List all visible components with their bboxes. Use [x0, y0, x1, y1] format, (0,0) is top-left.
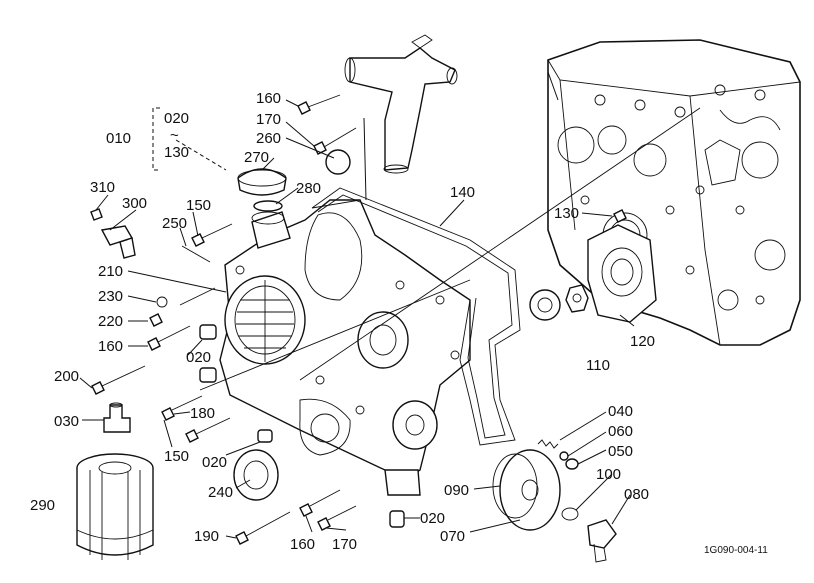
group-bracket [152, 107, 160, 171]
callout-040: 040 [608, 403, 633, 420]
water-pipe-illustration [344, 34, 458, 174]
sensor-illustration [100, 225, 136, 259]
callout-010: 010 [106, 130, 131, 147]
leader-lines [79, 71, 701, 539]
callout-160-top: 160 [256, 90, 281, 107]
callout-220: 220 [98, 313, 123, 330]
callout-range-tilde: ~ [170, 127, 179, 144]
callout-160-bottom: 160 [290, 536, 315, 553]
callout-080: 080 [624, 486, 649, 503]
callout-150-top: 150 [186, 197, 211, 214]
callout-280: 280 [296, 180, 321, 197]
callout-140: 140 [450, 184, 475, 201]
callout-130: 130 [554, 205, 579, 222]
callout-190: 190 [194, 528, 219, 545]
callout-020-range-start: 020 [164, 110, 189, 127]
callout-210: 210 [98, 263, 123, 280]
gasket-illustration [311, 187, 521, 446]
callout-240: 240 [208, 484, 233, 501]
callout-260: 260 [256, 130, 281, 147]
plug-020-b [199, 367, 217, 383]
plug-020-a [199, 324, 217, 340]
cover-illustration [492, 449, 561, 531]
nipple-illustration [103, 402, 131, 433]
plug-illustration [325, 149, 351, 175]
callout-230: 230 [98, 288, 123, 305]
callout-130-range-end: 130 [164, 144, 189, 161]
callout-170-top: 170 [256, 111, 281, 128]
callout-030: 030 [54, 413, 79, 430]
relief-valve-illustration [537, 439, 579, 521]
callout-020-mid: 020 [186, 349, 211, 366]
callout-150-lower: 150 [164, 448, 189, 465]
callout-120: 120 [630, 333, 655, 350]
callout-170-bottom: 170 [332, 536, 357, 553]
plug-020-c [257, 429, 273, 443]
callout-110: 110 [586, 357, 610, 374]
callout-310: 310 [90, 179, 115, 196]
bolts-illustration [90, 94, 627, 545]
plug-020-d [389, 510, 405, 528]
oil-filter-illustration [76, 453, 154, 560]
callout-290: 290 [30, 497, 55, 514]
callout-060: 060 [608, 423, 633, 440]
callout-070: 070 [440, 528, 465, 545]
callout-180: 180 [190, 405, 215, 422]
callout-200: 200 [54, 368, 79, 385]
oil-seal-illustration [233, 449, 279, 501]
callout-020-lower-left: 020 [202, 454, 227, 471]
oil-pump-illustration [529, 224, 657, 323]
callout-050: 050 [608, 443, 633, 460]
callout-100: 100 [596, 466, 621, 483]
drain-plug-illustration [587, 519, 617, 563]
filler-cap-illustration [237, 168, 287, 212]
gear-case-illustration [219, 199, 471, 496]
drawing-code: 1G090-004-11 [704, 545, 768, 556]
callout-090: 090 [444, 482, 469, 499]
callout-250: 250 [162, 215, 187, 232]
callout-270: 270 [244, 149, 269, 166]
callout-020-bottom: 020 [420, 510, 445, 527]
callout-160-mid: 160 [98, 338, 123, 355]
callout-300: 300 [122, 195, 147, 212]
